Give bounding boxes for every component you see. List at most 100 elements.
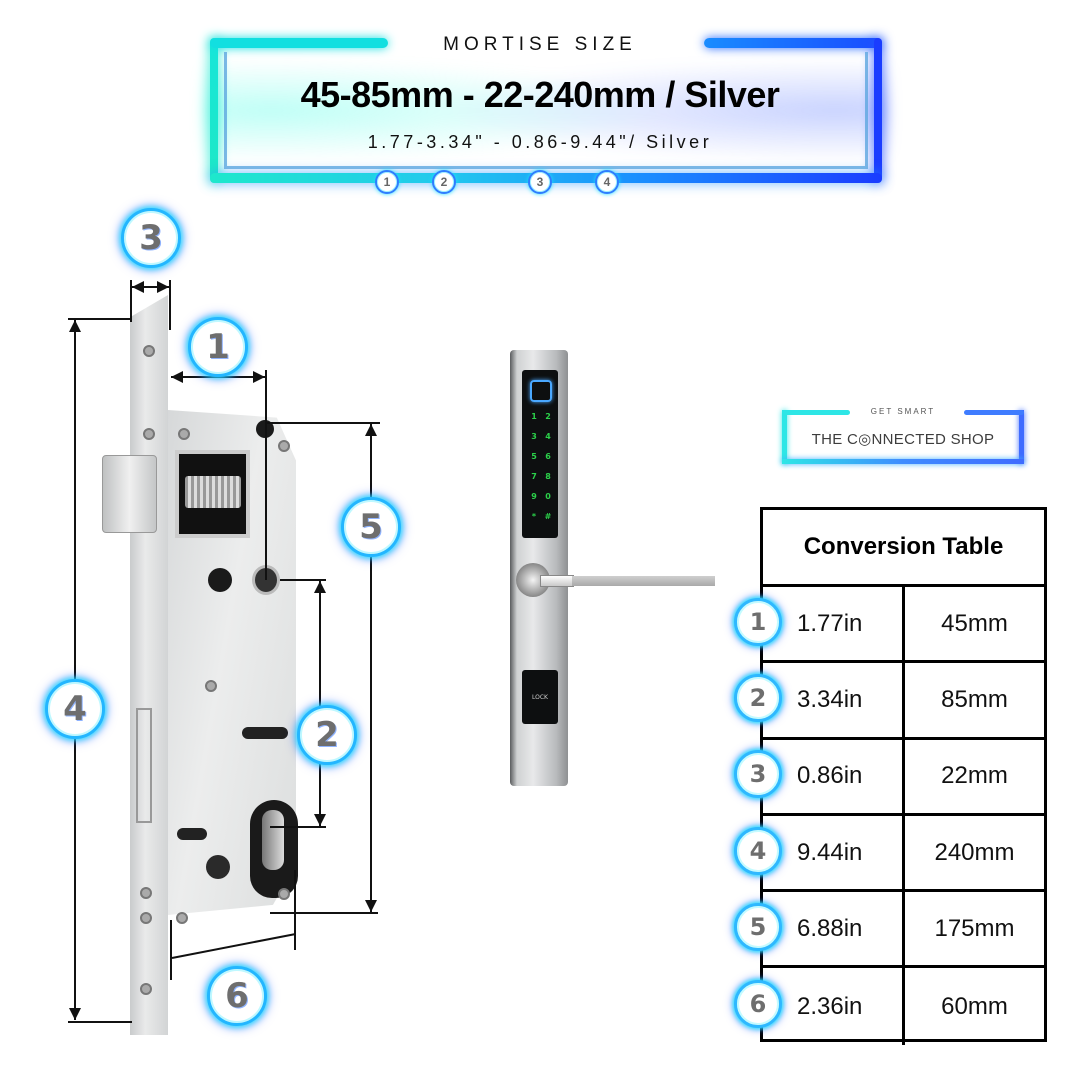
row-badge-3: 3 — [734, 750, 782, 798]
dim6-ext-left — [170, 920, 172, 980]
handle-neck — [540, 575, 574, 587]
table-row: 0.86in 22mm — [763, 739, 1044, 816]
logo-frame-bottom — [782, 459, 1024, 464]
spring — [185, 476, 241, 508]
keypad-key: 3 — [531, 432, 537, 441]
screw — [140, 983, 152, 995]
slot — [242, 727, 288, 739]
arrow-down-icon — [314, 814, 326, 826]
logo-frame-right — [1019, 410, 1024, 464]
dim4-ext-bottom — [68, 1021, 132, 1023]
inches-cell: 1.77in — [763, 587, 905, 661]
arrow-left-icon — [132, 281, 144, 293]
label-badge-4: 4 — [45, 679, 105, 739]
arrow-up-icon — [365, 424, 377, 436]
forend-recess — [136, 708, 152, 823]
arrow-right-icon — [253, 371, 265, 383]
row-badge-2: 2 — [734, 674, 782, 722]
table-row: 3.34in 85mm — [763, 663, 1044, 740]
row-badge-5: 5 — [734, 903, 782, 951]
mm-cell: 240mm — [934, 838, 1015, 866]
marker-4: 4 — [595, 170, 619, 194]
logo-frame-left — [782, 410, 787, 464]
dim1-ext-right — [265, 370, 267, 580]
screw — [278, 440, 290, 452]
arrow-up-icon — [314, 581, 326, 593]
keypad-key: 8 — [545, 472, 551, 481]
keypad-key: * — [531, 512, 537, 521]
keypad-key: 7 — [531, 472, 537, 481]
dim2-ext-bottom — [270, 826, 326, 828]
screw — [143, 428, 155, 440]
marker-1: 1 — [375, 170, 399, 194]
neon-frame-right — [874, 38, 882, 183]
handle-lever — [572, 576, 715, 586]
keypad-key: 5 — [531, 452, 537, 461]
forend-plate — [130, 295, 168, 1035]
hole — [208, 568, 232, 592]
mm-cell: 85mm — [941, 685, 1008, 713]
neon-frame-top-left — [210, 38, 388, 48]
dim1-line — [171, 376, 267, 378]
inches-cell: 9.44in — [763, 815, 905, 890]
label-badge-2: 2 — [297, 705, 357, 765]
dim5-ext-bottom — [270, 912, 378, 914]
neon-frame-left — [210, 38, 218, 183]
label-badge-5: 5 — [341, 497, 401, 557]
keypad-keys: 1 2 3 4 5 6 7 8 9 0 * # — [527, 410, 555, 524]
keypad-key: # — [544, 512, 552, 521]
brand-logo: GET SMART THE C◎NNECTED SHOP — [782, 407, 1024, 464]
mm-cell: 22mm — [941, 762, 1008, 790]
latch-window — [175, 450, 250, 538]
lock-label: LOCK — [532, 693, 548, 701]
logo-frame-top-right — [964, 410, 1024, 415]
arrow-right-icon — [157, 281, 169, 293]
label-badge-1: 1 — [188, 317, 248, 377]
table-row: 1.77in 45mm — [763, 587, 1044, 664]
dim4-line — [74, 320, 76, 1020]
table-row: 2.36in 60mm — [763, 968, 1044, 1045]
label-badge-3: 3 — [121, 208, 181, 268]
conversion-table-title: Conversion Table — [763, 510, 1044, 587]
table-row: 9.44in 240mm — [763, 815, 1044, 893]
label-badge-6: 6 — [207, 966, 267, 1026]
screw — [205, 680, 217, 692]
dim3-ext-left — [130, 280, 132, 322]
latch-bolt — [102, 455, 157, 533]
inches-cell: 0.86in — [763, 739, 905, 813]
inner-frame-line — [224, 52, 868, 169]
row-badge-1: 1 — [734, 598, 782, 646]
dim6-ext-right — [294, 870, 296, 950]
dim3-line — [132, 286, 169, 288]
cylinder-hole — [250, 800, 298, 898]
arrow-down-icon — [365, 900, 377, 912]
keypad-key: 0 — [545, 492, 551, 501]
screw — [140, 912, 152, 924]
header-glow — [202, 30, 890, 191]
dim2-ext-top — [280, 579, 326, 581]
screw — [278, 888, 290, 900]
inches-cell: 3.34in — [763, 663, 905, 737]
row-badge-6: 6 — [734, 980, 782, 1028]
arrow-up-icon — [69, 320, 81, 332]
lock-button-panel: LOCK — [522, 670, 558, 724]
keypad-key: 1 — [531, 412, 537, 421]
logo-eyebrow: GET SMART — [870, 407, 936, 416]
logo-name: THE C◎NNECTED SHOP — [811, 431, 995, 448]
arrow-left-icon — [171, 371, 183, 383]
marker-2: 2 — [432, 170, 456, 194]
screw — [176, 912, 188, 924]
conversion-table: Conversion Table 1.77in 45mm 3.34in 85mm… — [760, 507, 1047, 1045]
page-title: 45-85mm - 22-240mm / Silver — [300, 74, 780, 115]
mm-cell: 175mm — [934, 914, 1015, 942]
inches-cell: 6.88in — [763, 892, 905, 966]
slot — [177, 828, 207, 840]
row-badge-4: 4 — [734, 827, 782, 875]
keypad-key: 9 — [531, 492, 537, 501]
keypad-key: 2 — [545, 412, 551, 421]
header-eyebrow: MORTISE SIZE — [443, 34, 637, 55]
screw — [143, 345, 155, 357]
header-markers: 1 2 3 4 — [0, 170, 1080, 194]
neon-frame-top-right — [704, 38, 882, 48]
keypad-panel: 1 2 3 4 5 6 7 8 9 0 * # — [522, 370, 558, 538]
